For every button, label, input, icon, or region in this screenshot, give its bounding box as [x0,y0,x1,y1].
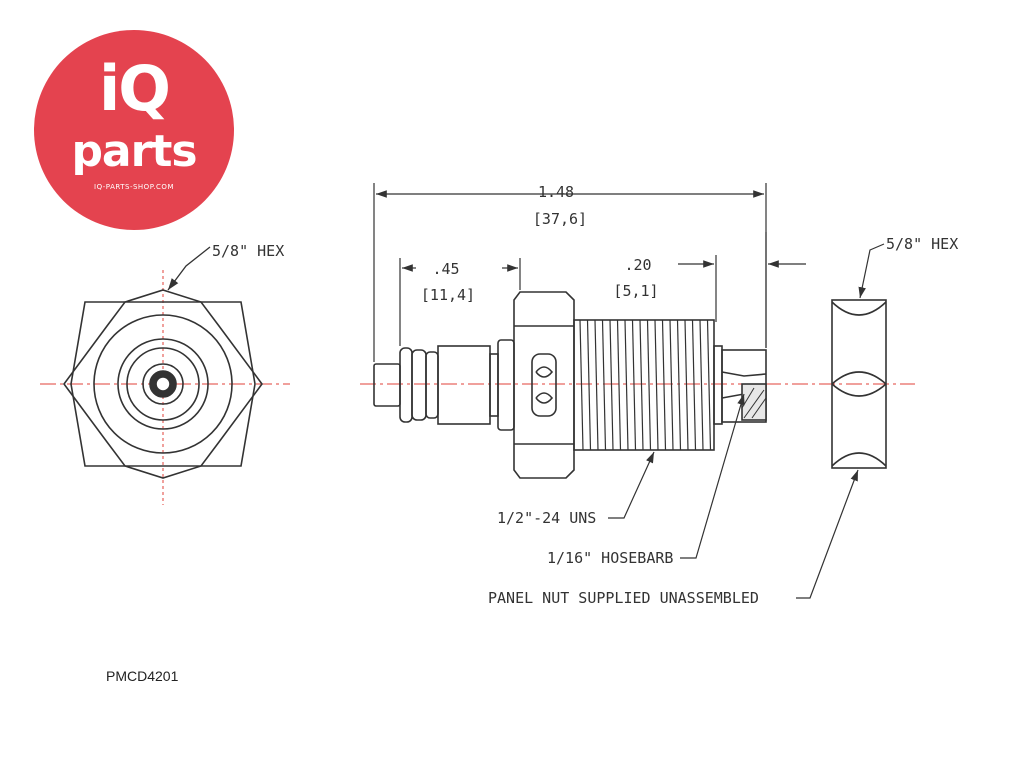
thread-line [624,319,629,451]
iq-parts-logo: iQ parts IQ-PARTS-SHOP.COM [34,30,234,230]
thread-line [594,319,599,451]
dimension-lines [373,183,806,362]
leader-lines [608,243,885,599]
logo-line1: iQ [99,52,171,125]
thread-line [691,319,697,451]
end-view [63,289,263,479]
thread-line [639,319,644,451]
body-sleeve [437,345,491,425]
panel-nut-leader [796,469,859,599]
end-view-ring-4 [142,363,184,405]
end-view-star-outline [63,289,263,479]
nose-ring-2 [411,349,427,421]
end-view-hex-outline [70,301,256,467]
left-dim-mm: [11,4] [421,286,475,304]
hex-left-label: 5/8" HEX [212,242,284,260]
nose-ring-3 [425,351,439,419]
body-collar [489,353,499,417]
right-dim-inch: .20 [624,256,651,274]
thread-line [706,319,712,451]
panel-nut-upper-face [831,301,887,385]
barb-outline [721,371,767,377]
thread-line [579,319,584,451]
panel-nut [831,299,887,469]
end-view-outer-ring [93,314,233,454]
end-view-ring-3 [126,347,200,421]
nose-ring-1 [399,347,413,423]
thread-line [676,319,682,451]
nose-tip [373,363,401,407]
thread-marks [579,319,712,451]
hosebarb-leader [680,393,745,559]
barb-neck [713,345,723,425]
panel-nut-lower-face [831,383,887,467]
thread-label: 1/2"-24 UNS [497,509,596,527]
right-dim-mm: [5,1] [613,282,658,300]
panel-nut-label: PANEL NUT SUPPLIED UNASSEMBLED [488,589,759,607]
logo-website: IQ-PARTS-SHOP.COM [94,183,174,191]
thread-line [646,319,652,451]
thread-line [586,319,592,451]
hosebarb-label: 1/16" HOSEBARB [547,549,673,567]
thread-line [609,319,614,451]
hex-emblem [531,353,557,417]
thread-line [661,319,667,451]
end-view-ring-2 [117,338,209,430]
thread-leader [608,451,655,519]
overall-dim-mm: [37,6] [533,210,587,228]
end-view-valve-inner [155,376,171,392]
left-dim-inch: .45 [432,260,459,278]
logo-line2: parts [71,126,197,177]
thread-line [699,319,704,451]
hex-right-leader [858,243,885,299]
thread-line [654,319,659,451]
hex-left-callout [167,246,211,291]
hex-flange [513,291,575,479]
hex-right-label: 5/8" HEX [886,235,958,253]
center-lines [40,270,915,505]
thread-line [684,319,689,451]
thread-line [669,319,674,451]
overall-dim-inch: 1.48 [538,183,574,201]
thread-line [601,319,607,451]
thread-line [631,319,637,451]
thread-line [616,319,622,451]
body-flange [497,339,515,431]
product-code: PMCD4201 [106,668,179,684]
side-view [373,291,767,479]
